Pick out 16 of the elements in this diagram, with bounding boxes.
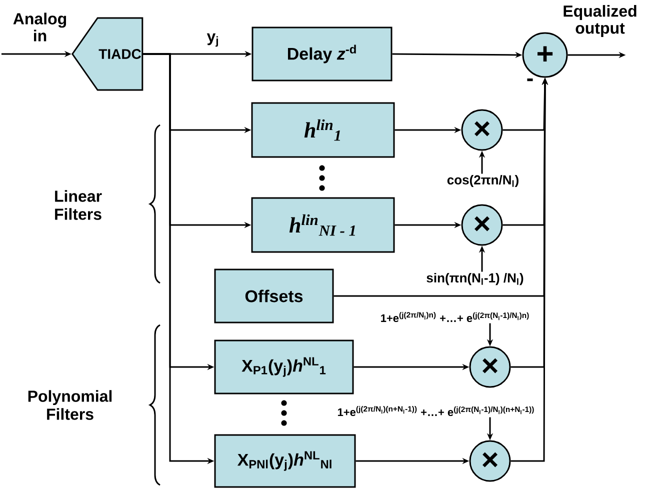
filter-box: X$_{PNl}$(y$_{j}$)h$^{NL}$Nl [214, 434, 356, 488]
signal-label: cos(2πn/N$_{l}$) [446, 174, 520, 188]
group-label: Polynomial Filters [28, 390, 112, 420]
offset-box: Offsets [214, 268, 334, 324]
formula-label: $\text{1+e}^{\text{(j(2π/N}_{\text{l}}\text{)(n+N}_{\text{l}}\text{-1))}}\text{ +…+ e}^{\text{(j(2π(N}_{\text{l}}\text{-1)/N}_{\text{l}}\text{)(n+N}_{\text{l}}\text{-1))}}$ [336, 404, 536, 418]
signal-label: sin(πn(N$_{l}$-1) /N$_{l}$) [425, 272, 525, 286]
filter-box: h$^{lin}$1 [251, 102, 395, 158]
filter-box: X$_{P1}$(y$_{j}$)h$^{NL}$1 [214, 340, 354, 394]
filter-box: h$^{lin}$NI - 1 [251, 197, 395, 253]
input-label: Analog in [13, 12, 66, 42]
edge-label: y$_{j}$ [206, 33, 218, 47]
formula-label: $\text{1+e}^{\text{(j(2π/N}_{\text{l}}\text{)n)}}\text{ +…+ e}^{\text{(j(2π(N}_{\text{l}}\text{-1)/N}_{\text{l}}\text{)n)}}$ [379, 310, 531, 324]
group-label: Linear Filters [55, 190, 102, 220]
adc-block: TIADC [71, 17, 144, 91]
delay-box: Delay z$^{-d}$ [252, 26, 392, 82]
minus-sign: - [527, 78, 533, 82]
